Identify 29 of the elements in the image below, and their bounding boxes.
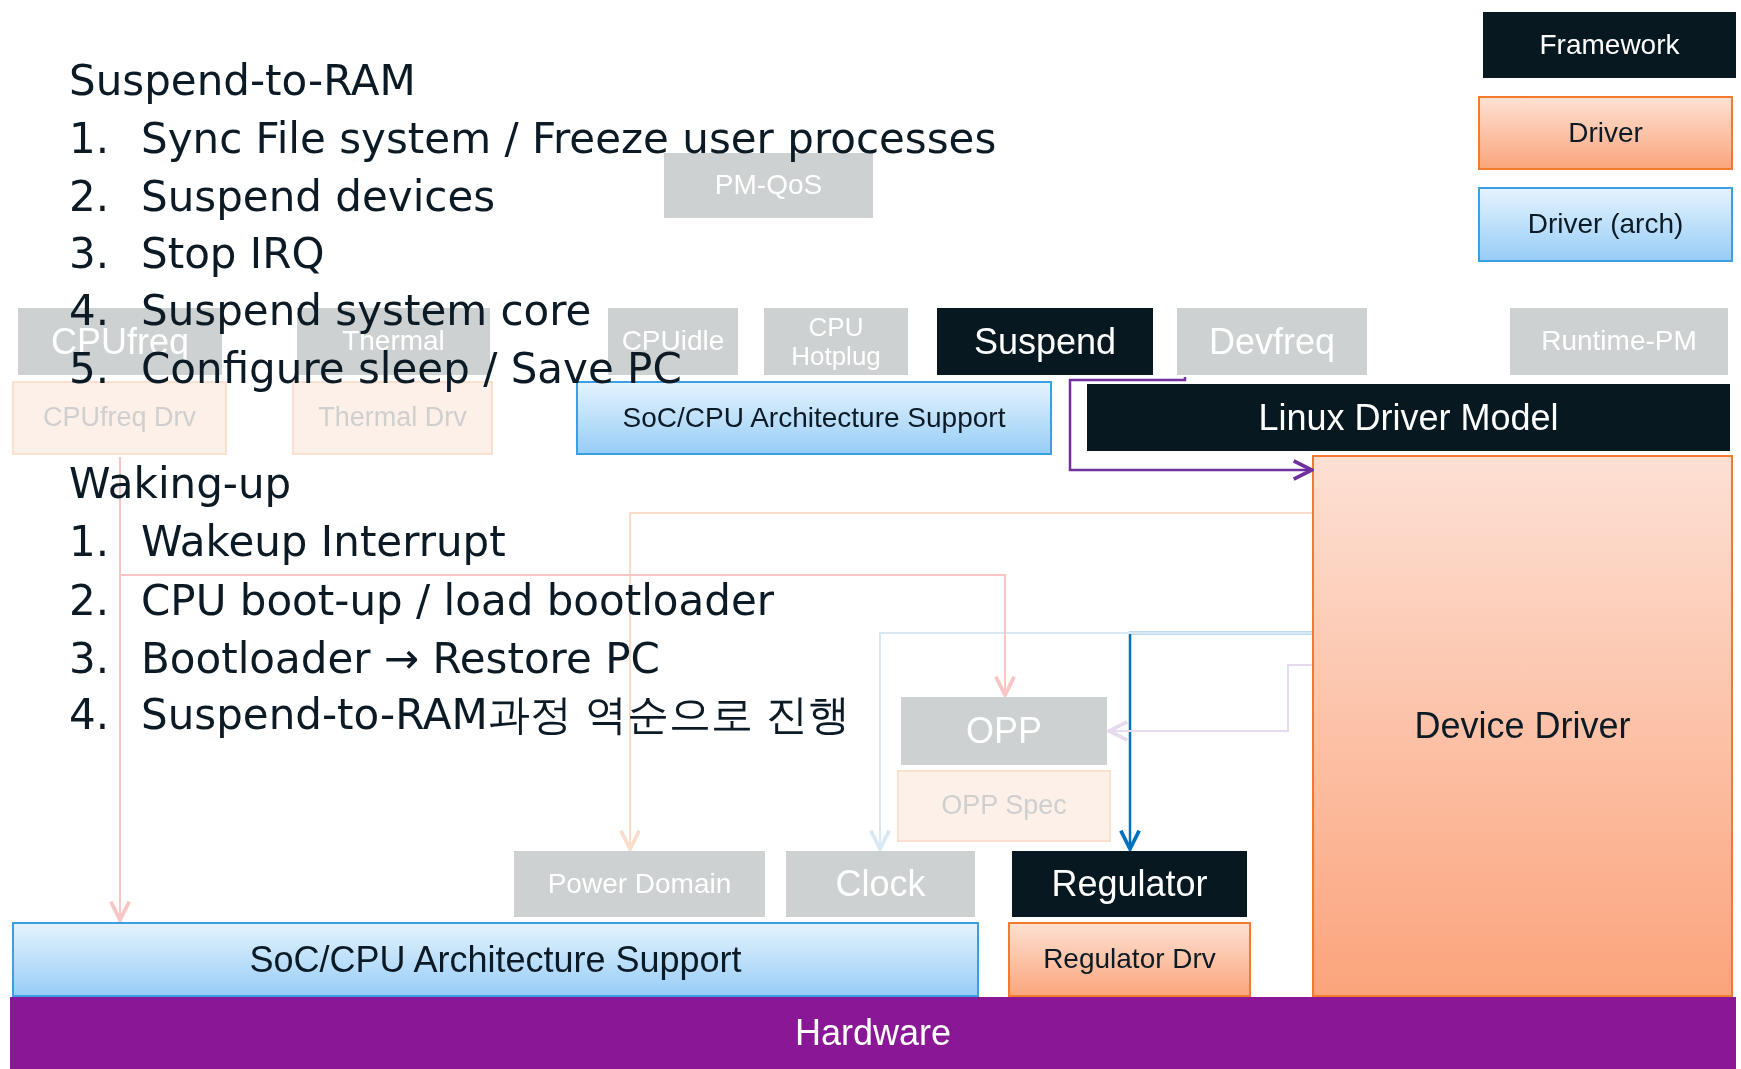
list-item: Suspend-to-RAM과정 역순으로 진행 bbox=[141, 694, 851, 736]
list-number: 2. bbox=[69, 580, 110, 622]
module-box: Suspend bbox=[937, 308, 1153, 375]
list-number: 1. bbox=[69, 521, 110, 563]
driver-box: Regulator Drv bbox=[1008, 922, 1251, 997]
list-item: Stop IRQ bbox=[141, 233, 325, 275]
list-number: 3. bbox=[69, 638, 110, 680]
legend-box: Driver (arch) bbox=[1478, 187, 1733, 262]
list-item: Suspend devices bbox=[141, 176, 496, 218]
list-item: Bootloader → Restore PC bbox=[141, 638, 660, 680]
device-driver-box: Device Driver bbox=[1312, 455, 1733, 997]
module-box: Regulator bbox=[1012, 851, 1247, 917]
heading: Suspend-to-RAM bbox=[69, 60, 416, 102]
list-number: 1. bbox=[69, 118, 110, 160]
list-number: 2. bbox=[69, 176, 110, 218]
support-box: SoC/CPU Architecture Support bbox=[12, 922, 979, 997]
framework-bar: Linux Driver Model bbox=[1087, 384, 1730, 451]
arrow bbox=[1068, 376, 1314, 481]
legend-box: Driver bbox=[1478, 96, 1733, 170]
list-number: 3. bbox=[69, 233, 110, 275]
arrow bbox=[869, 632, 1313, 851]
list-item: CPU boot-up / load bootloader bbox=[141, 580, 775, 622]
list-number: 4. bbox=[69, 694, 110, 736]
legend-box: Framework bbox=[1483, 12, 1736, 78]
heading: Waking-up bbox=[69, 463, 292, 505]
hardware-bar: Hardware bbox=[10, 997, 1736, 1069]
arrow bbox=[619, 512, 1313, 851]
arrow bbox=[1107, 664, 1313, 742]
list-item: Wakeup Interrupt bbox=[141, 521, 506, 563]
